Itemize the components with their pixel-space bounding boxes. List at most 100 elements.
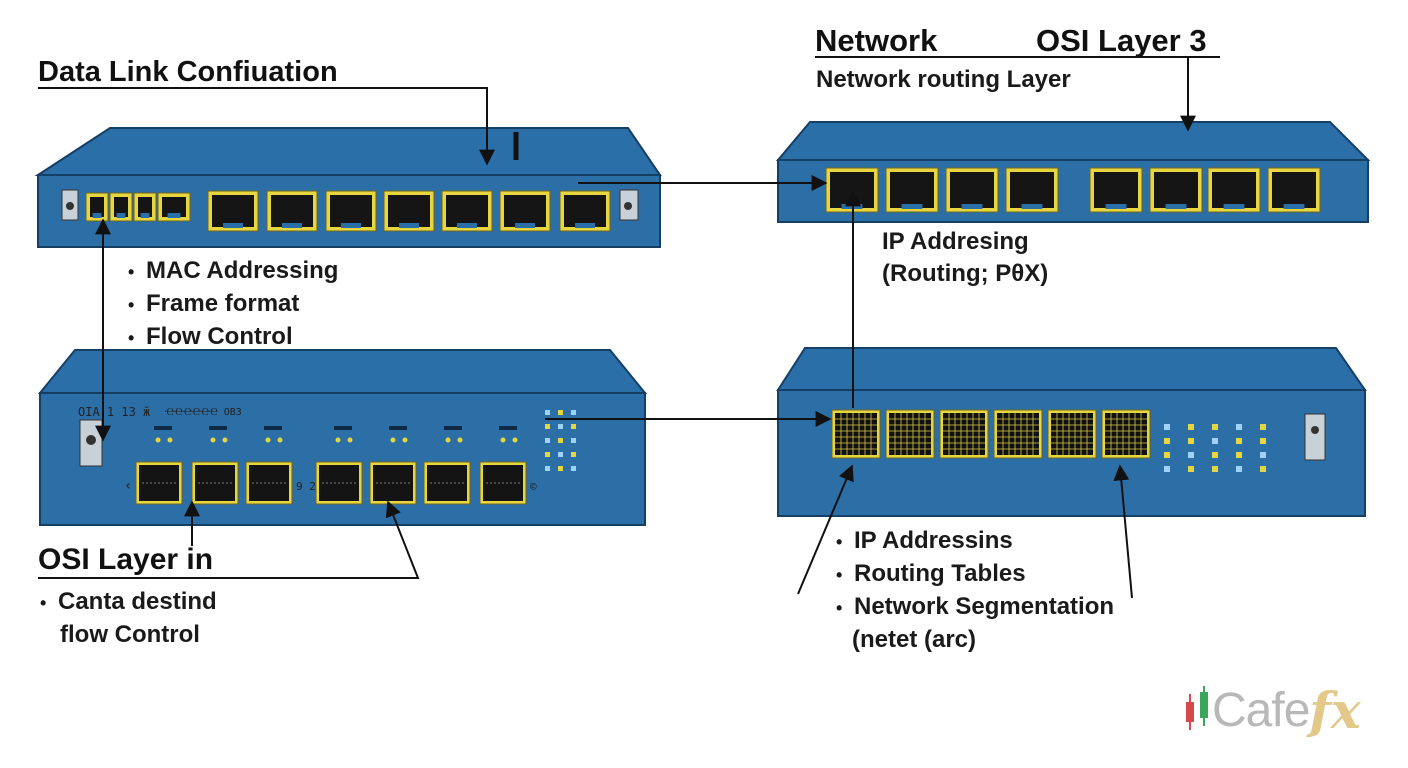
ethernet-port-3	[325, 190, 377, 232]
router-indicator	[1212, 424, 1218, 430]
bullet-mac-addressing: MAC Addressing	[128, 255, 338, 288]
status-led-b-4	[347, 437, 353, 443]
sfp-port-1	[135, 461, 183, 505]
led-label-2	[209, 426, 227, 430]
indicator-dot	[545, 438, 550, 443]
router-indicator	[1236, 438, 1242, 444]
network-subtitle: Network routing Layer	[816, 66, 1071, 93]
router-indicator	[1188, 424, 1194, 430]
router-indicator	[1164, 466, 1170, 472]
bullet-network-segmentation: Network Segmentation	[836, 591, 1114, 624]
routing-note: (Routing; PθX)	[882, 260, 1049, 287]
indicator-dot	[558, 438, 563, 443]
led-label-4	[334, 426, 352, 430]
fiber-port-2	[885, 409, 935, 459]
sfp-port-3	[245, 461, 293, 505]
fiber-port-5	[1047, 409, 1097, 459]
small-port-0	[85, 192, 109, 222]
fiber-port-6	[1101, 409, 1151, 459]
status-led-b-7	[512, 437, 518, 443]
connector-lines	[38, 56, 1220, 599]
flow-control-continuation: flow Control	[60, 621, 200, 648]
network-title: Network	[815, 23, 938, 58]
status-led-4	[335, 437, 341, 443]
ethernet-port-4	[383, 190, 435, 232]
indicator-dot	[558, 452, 563, 457]
sfp-port-6	[423, 461, 471, 505]
router-indicator	[1212, 438, 1218, 444]
router-indicator	[1260, 438, 1266, 444]
led-label-3	[264, 426, 282, 430]
candlestick-icon	[1186, 686, 1208, 730]
bullet-frame-format: Frame format	[128, 288, 338, 321]
status-led-b-1	[167, 437, 173, 443]
router-indicator	[1188, 438, 1194, 444]
router-indicator	[1188, 466, 1194, 472]
status-led-6	[445, 437, 451, 443]
sfp-port-2	[191, 461, 239, 505]
ethernet-port-1	[207, 190, 259, 232]
bullet-routing-tables: Routing Tables	[836, 558, 1114, 591]
panel-label-left: OӀA 1 13 ӂ	[78, 405, 151, 419]
panel-label-center: ҼҼҼҼҼҼ OВЗ	[165, 407, 242, 418]
ip-addresing-note: IP Addresing	[882, 228, 1029, 255]
router-port-5	[1089, 167, 1143, 213]
indicator-dot	[571, 438, 576, 443]
osi-layer-in-bullets: Canta destind flow Control	[40, 586, 217, 651]
switch-bottom-left	[37, 349, 648, 526]
port-left-mark: ‹	[124, 478, 133, 494]
ethernet-port-6	[499, 190, 551, 232]
status-led-2	[210, 437, 216, 443]
status-led-b-6	[457, 437, 463, 443]
router-port-7	[1207, 167, 1261, 213]
small-port-2	[133, 192, 157, 222]
router-indicator	[1212, 452, 1218, 458]
ethernet-port-5	[441, 190, 493, 232]
bullet-canta-destind: Canta destind	[40, 586, 217, 619]
led-label-5	[389, 426, 407, 430]
sfp-port-7	[479, 461, 527, 505]
indicator-dot	[545, 424, 550, 429]
led-label-6	[444, 426, 462, 430]
router-indicator	[1236, 452, 1242, 458]
router-indicator	[1164, 424, 1170, 430]
cafefx-logo: Cafe fx	[1184, 680, 1361, 740]
status-led-b-2	[222, 437, 228, 443]
led-label-7	[499, 426, 517, 430]
router-indicator	[1164, 452, 1170, 458]
indicator-dot	[571, 466, 576, 471]
status-led-b-3	[277, 437, 283, 443]
bullet-flow-control: Flow Control	[128, 321, 338, 354]
indicator-dot	[545, 410, 550, 415]
port-right-mark-2: ©	[530, 480, 537, 493]
osi-layer3-title: OSI Layer 3	[1036, 23, 1207, 58]
indicator-dot	[558, 466, 563, 471]
router-indicator	[1236, 466, 1242, 472]
logo-text: Cafe	[1212, 683, 1310, 737]
sfp-port-4	[315, 461, 363, 505]
port-right-mark-1: 9 2	[296, 480, 316, 493]
router-indicator	[1164, 438, 1170, 444]
bullet-ip-addressins: IP Addressins	[836, 525, 1114, 558]
data-link-bullets: MAC Addressing Frame format Flow Control	[128, 255, 338, 354]
routing-bullets: IP Addressins Routing Tables Network Seg…	[836, 525, 1114, 656]
router-indicator	[1188, 452, 1194, 458]
indicator-dot	[558, 410, 563, 415]
indicator-dot	[571, 410, 576, 415]
indicator-dot	[545, 466, 550, 471]
led-label-1	[154, 426, 172, 430]
router-indicator	[1260, 452, 1266, 458]
status-led-7	[500, 437, 506, 443]
switch-top-left	[34, 127, 662, 248]
indicator-dot	[571, 424, 576, 429]
router-port-6	[1149, 167, 1203, 213]
status-led-5	[390, 437, 396, 443]
router-port-4	[1005, 167, 1059, 213]
ethernet-port-2	[266, 190, 318, 232]
small-port-1	[109, 192, 133, 222]
logo-suffix: fx	[1309, 680, 1361, 740]
status-led-1	[155, 437, 161, 443]
netet-arc-continuation: (netet (arc)	[852, 626, 977, 653]
router-bottom-right	[776, 347, 1367, 517]
